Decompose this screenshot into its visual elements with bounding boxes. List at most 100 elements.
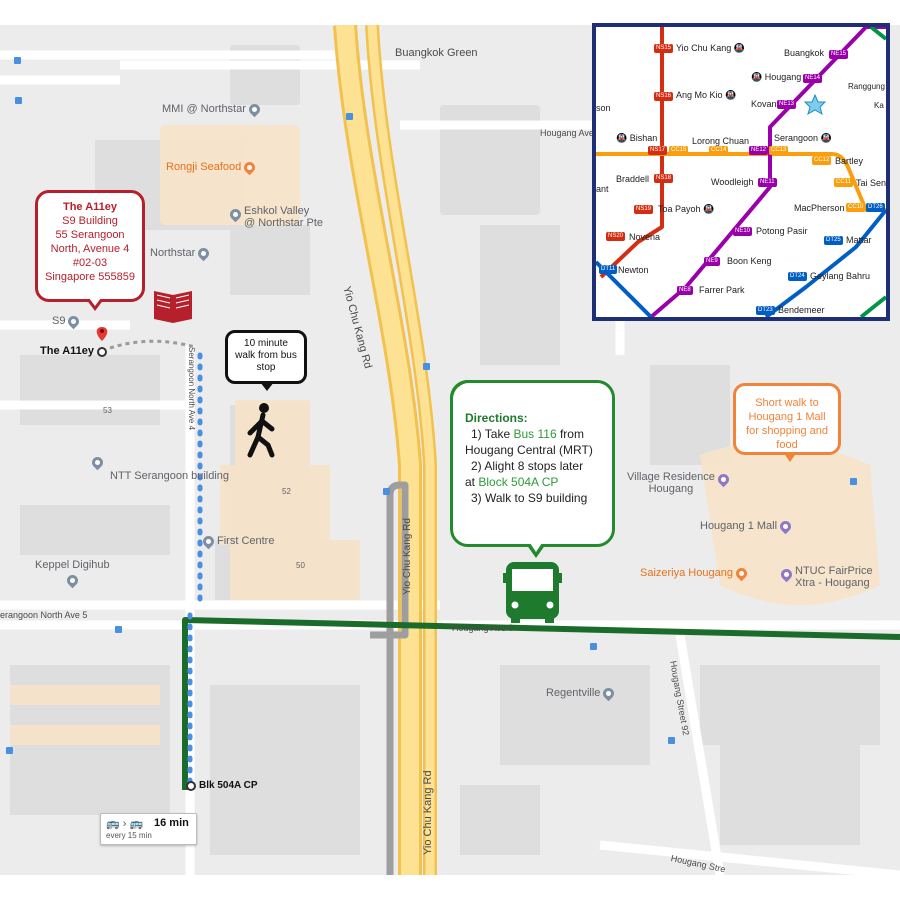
code-ne8: NE8 — [677, 286, 693, 295]
poi-ntt-serangoon[interactable]: NTT Serangoon building — [85, 454, 229, 482]
building-number-50: 50 — [296, 561, 305, 570]
station-toa-payoh: Toa Payoh 🚇 — [658, 204, 715, 214]
directions-step-3: 3) Walk to S9 building — [471, 491, 588, 505]
map-pin-icon — [227, 206, 244, 223]
poi-label: Village Residence — [627, 471, 715, 483]
poi-mmi-northstar[interactable]: MMI @ Northstar — [162, 101, 263, 117]
poi-label: Regentville — [546, 687, 601, 699]
code-ns20: NS20 — [606, 232, 626, 241]
step-text: 1) Take — [471, 427, 514, 441]
road-label-yio-chu-kang-rd-3: Yio Chu Kang Rd — [422, 770, 434, 855]
station-buangkok: Buangkok — [784, 48, 825, 58]
code-dt26: DT26 — [866, 203, 885, 212]
station-bartley: Bartley — [835, 156, 864, 166]
hotel-pin-icon — [715, 471, 732, 488]
station-potong-pasir: Potong Pasir — [756, 226, 808, 236]
poi-label: Keppel Digihub — [35, 559, 110, 571]
station-boon-keng: Boon Keng — [727, 256, 772, 266]
callout-title: The A11ey — [62, 201, 117, 213]
bus-transfer-icon: 🚌 › 🚌 — [106, 818, 144, 830]
map-pin-icon — [601, 685, 617, 701]
shopping-pin-icon — [777, 518, 794, 534]
station-name: Serangoon — [774, 133, 819, 143]
walk-line: walk from bus — [235, 350, 297, 361]
station-geylang-bahru: Geylang Bahru — [810, 271, 871, 281]
road-label-yio-chu-kang-rd-2: Yio Chu Kang Rd — [402, 518, 413, 595]
directions-step-2: 2) Alight 8 stops later — [471, 459, 584, 473]
code-ne12: NE12 — [749, 146, 769, 155]
code-cc13: CC13 — [769, 146, 789, 155]
station-tai-seng: Tai Seng — [856, 178, 890, 188]
station-name: Hougang — [764, 72, 802, 82]
station-woodleigh: Woodleigh — [711, 177, 754, 187]
address-callout: The A11ey S9 Building 55 Serangoon North… — [35, 190, 145, 311]
transit-frequency: every 15 min — [106, 831, 152, 840]
pedestrian-icon — [247, 403, 275, 458]
poi-label: First Centre — [217, 535, 275, 547]
code-dt23: DT23 — [756, 306, 775, 315]
station-farrer-park: Farrer Park — [699, 285, 745, 295]
directions-callout: Directions: 1) Take Bus 116 from Hougang… — [450, 380, 615, 558]
step-text: from — [556, 427, 584, 441]
poi-label: Hougang 1 Mall — [700, 520, 778, 532]
station-ka: Ka — [874, 101, 884, 110]
callout-tail-inner — [530, 543, 542, 552]
poi-saizeriya-hougang[interactable]: Saizeriya Hougang — [640, 565, 750, 581]
map-pin-icon — [66, 313, 82, 329]
directions-step-2b: at Block 504A CP — [465, 474, 606, 490]
address-line: North, Avenue 4 — [50, 243, 130, 255]
address-line: Singapore 555859 — [45, 271, 135, 283]
poi-label: The A11ey — [40, 345, 95, 357]
station-lorong-chuan: Lorong Chuan — [692, 136, 750, 146]
directions-step-1b: Hougang Central (MRT) — [465, 443, 593, 457]
callout-corner-mask — [453, 383, 612, 411]
map-pin-icon — [246, 101, 263, 117]
walk-line: 10 minute — [244, 338, 288, 349]
code-ns16: NS16 — [654, 92, 674, 101]
poi-eshkol-valley[interactable]: Eshkol Valley@ Northstar Pte — [227, 205, 323, 229]
poi-the-a11ey[interactable]: The A11ey — [40, 345, 94, 357]
code-ne10: NE10 — [733, 227, 753, 236]
poi-label: NTUC FairPrice — [795, 565, 873, 577]
walk-line: stop — [256, 362, 276, 373]
poi-first-centre[interactable]: First Centre — [200, 533, 275, 549]
poi-hougang-1-mall[interactable]: Hougang 1 Mall — [700, 518, 794, 534]
poi-s9[interactable]: S9 — [52, 313, 82, 329]
code-cc12: CC12 — [812, 156, 832, 165]
station-newton: Newton — [618, 265, 649, 275]
code-dt24: DT24 — [788, 272, 807, 281]
poi-keppel-digihub[interactable]: Keppel Digihub — [35, 559, 110, 589]
block-name: Block 504A CP — [478, 475, 559, 489]
poi-label: Eshkol Valley — [244, 205, 310, 217]
poi-northstar[interactable]: Northstar — [150, 245, 212, 261]
bus-number: Bus 116 — [513, 427, 557, 441]
poi-blk-504a-cp[interactable]: Blk 504A CP — [186, 780, 258, 791]
poi-rongji-seafood[interactable]: Rongji Seafood — [166, 159, 258, 175]
road-label-serangoon-north-ave-4: Serangoon North Ave 4 — [187, 347, 196, 431]
road-label-serangoon-north-ave-5: erangoon North Ave 5 — [0, 610, 88, 620]
walk-callout: 10 minute walk from bus stop — [225, 330, 307, 391]
stop-dot-icon — [186, 780, 196, 791]
station-bishan: 🚇 Bishan — [616, 133, 658, 143]
station-yio-chu-kang: Yio Chu Kang 🚇 — [676, 43, 745, 53]
station-serangoon: Serangoon 🚇 — [774, 133, 832, 143]
code-cc10: CC10 — [846, 203, 866, 212]
station-bendemeer: Bendemeer — [778, 305, 825, 315]
station-name: Bishan — [629, 133, 658, 143]
mall-callout: Short walk to Hougang 1 Mall for shoppin… — [733, 383, 841, 462]
address-line: #02-03 — [72, 257, 108, 269]
building-number-52: 52 — [282, 487, 291, 496]
code-ne11: NE11 — [758, 178, 777, 187]
poi-label-2: Xtra - Hougang — [795, 577, 870, 589]
poi-regentville[interactable]: Regentville — [546, 685, 617, 701]
transit-summary-card[interactable]: 🚌 › 🚌 16 min every 15 min — [100, 813, 197, 845]
mall-line: Hougang 1 Mall — [748, 411, 826, 423]
station-son: son — [596, 103, 611, 113]
poi-label: Rongji Seafood — [166, 161, 242, 173]
road-label-buangkok-green: Buangkok Green — [395, 47, 478, 59]
map-pin-icon — [200, 533, 217, 549]
poi-label: S9 — [52, 315, 66, 327]
